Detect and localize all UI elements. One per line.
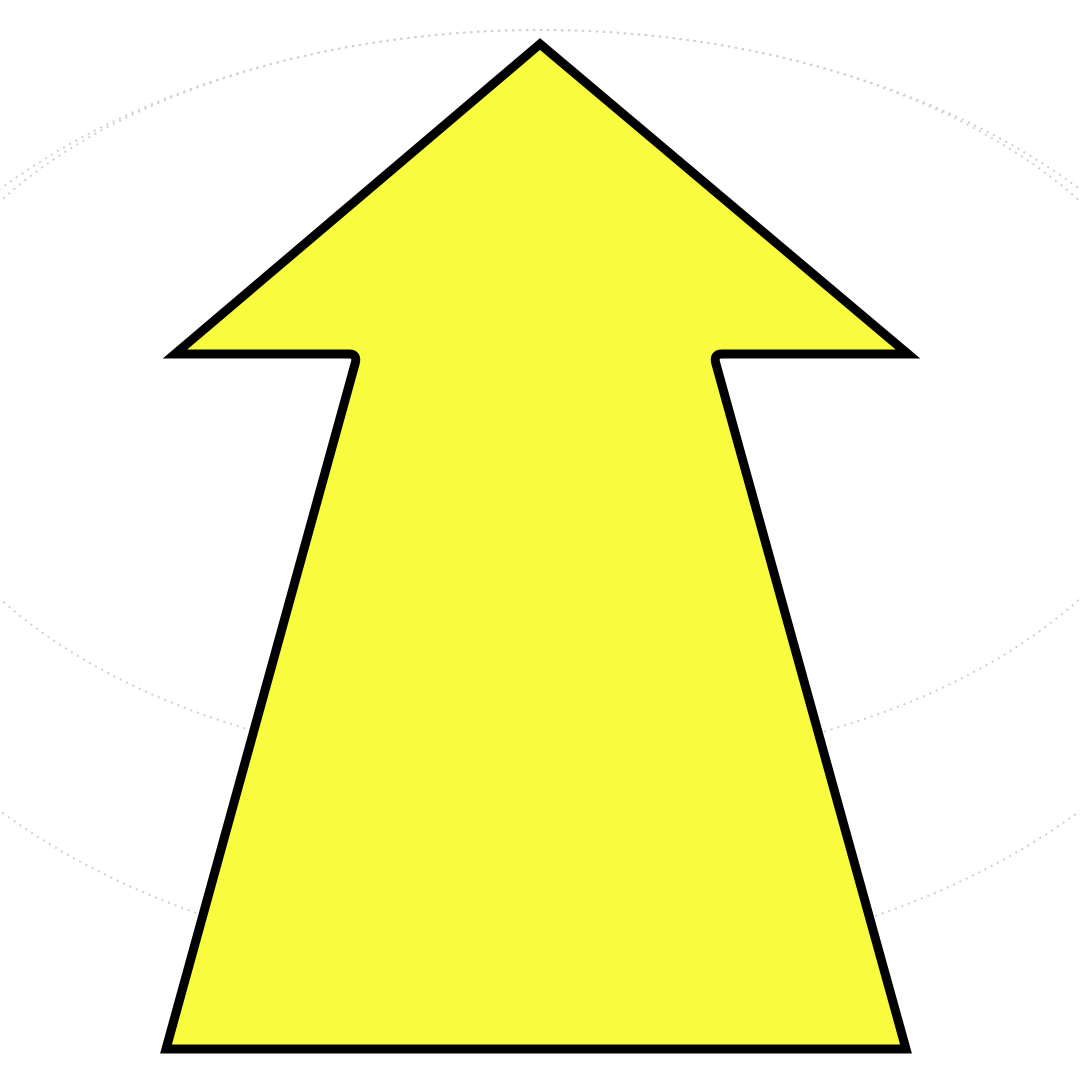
guide-ring-upper	[0, 29, 1080, 771]
up-arrow-icon	[160, 38, 921, 1054]
guide-rings	[0, 29, 1080, 971]
